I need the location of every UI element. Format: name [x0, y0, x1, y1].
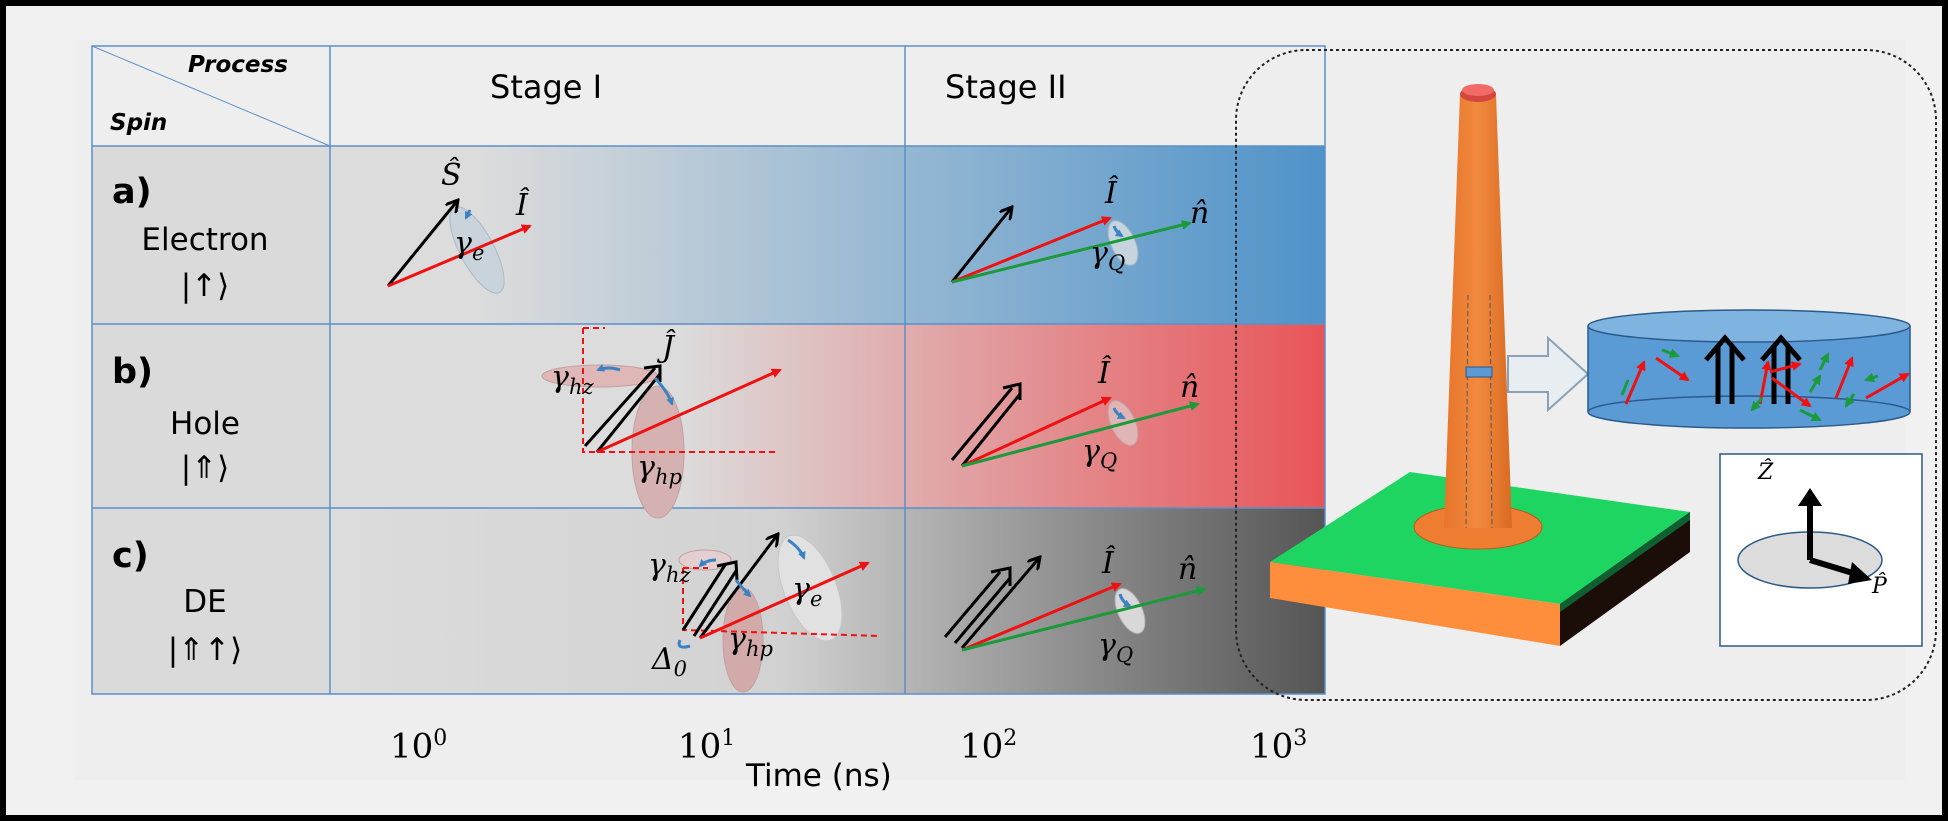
stage2-header: Stage II [945, 68, 1067, 106]
hole-stage2-vectors [950, 382, 1200, 468]
row-c-ket: |⇑↑⟩ [167, 632, 243, 668]
header-process: Process [188, 52, 288, 78]
symbol-n-hat-c: n̂ [1178, 552, 1198, 587]
symbol-gamma-hp-b: γhp [637, 450, 682, 489]
row-b-name: Hole [170, 406, 240, 442]
row-c-name: DE [183, 584, 227, 620]
tick-label: 100 [390, 726, 448, 767]
symbol-n-hat-a: n̂ [1190, 196, 1210, 231]
symbol-n-hat-b: n̂ [1180, 370, 1200, 405]
row-a-label: a) [112, 172, 152, 212]
symbol-P-hat: P̂ [1872, 574, 1887, 599]
disk-spins [1620, 334, 1910, 422]
row-c-label: c) [112, 536, 149, 576]
row-b-label-cell [92, 324, 330, 508]
symbol-I-hat-a2: Î [1105, 176, 1117, 211]
quantum-dot [1465, 366, 1493, 378]
symbol-gamma-Q-c: γQ [1098, 628, 1134, 667]
row-a-band [330, 146, 1325, 324]
electron-stage1-vectors [386, 200, 532, 294]
stage1-header: Stage I [490, 68, 603, 106]
tick-label: 101 [678, 726, 736, 767]
symbol-I-hat-c: Î [1102, 546, 1114, 581]
symbol-gamma-hz-b: γhz [551, 360, 594, 399]
zoom-arrow [1507, 335, 1590, 413]
symbol-gamma-Q-a: γQ [1090, 236, 1126, 275]
symbol-delta0: Δ0 [652, 642, 688, 681]
symbol-S-hat: Ŝ [441, 158, 462, 193]
hole-stage1-vectors [541, 327, 782, 519]
row-b-label: b) [112, 352, 154, 392]
nanowire [1444, 84, 1512, 529]
row-b-band [330, 324, 1325, 508]
x-axis-label: Time (ns) [746, 758, 892, 794]
de-stage1-vectors [677, 526, 881, 693]
tick-label: 102 [960, 726, 1018, 767]
table-grid [91, 45, 1326, 695]
symbol-J-hat: Ĵ [662, 330, 675, 365]
symbol-I-hat-a1: Î [516, 188, 528, 223]
symbol-gamma-hz-c: γhz [648, 548, 691, 587]
symbol-gamma-e-a: γe [454, 226, 485, 265]
row-c-label-cell [92, 508, 330, 694]
de-stage2-vectors [943, 557, 1207, 652]
symbol-I-hat-b: Î [1098, 356, 1110, 391]
row-a-name: Electron [141, 222, 269, 258]
electron-stage2-vectors [950, 207, 1192, 284]
quantum-dot-disk [1587, 309, 1911, 429]
coordinate-inset [1719, 453, 1923, 647]
symbol-gamma-hp-c: γhp [728, 622, 773, 661]
tick-label: 103 [1250, 726, 1308, 767]
row-a-label-cell [92, 146, 330, 324]
row-a-ket: |↑⟩ [180, 268, 230, 304]
zoom-box [1235, 49, 1937, 701]
header-spin: Spin [110, 110, 168, 136]
symbol-gamma-Q-b: γQ [1082, 434, 1118, 473]
symbol-Z-hat: Ẑ [1758, 460, 1774, 485]
row-b-ket: |⇑⟩ [180, 450, 230, 486]
symbol-gamma-e-c: γe [792, 572, 823, 611]
